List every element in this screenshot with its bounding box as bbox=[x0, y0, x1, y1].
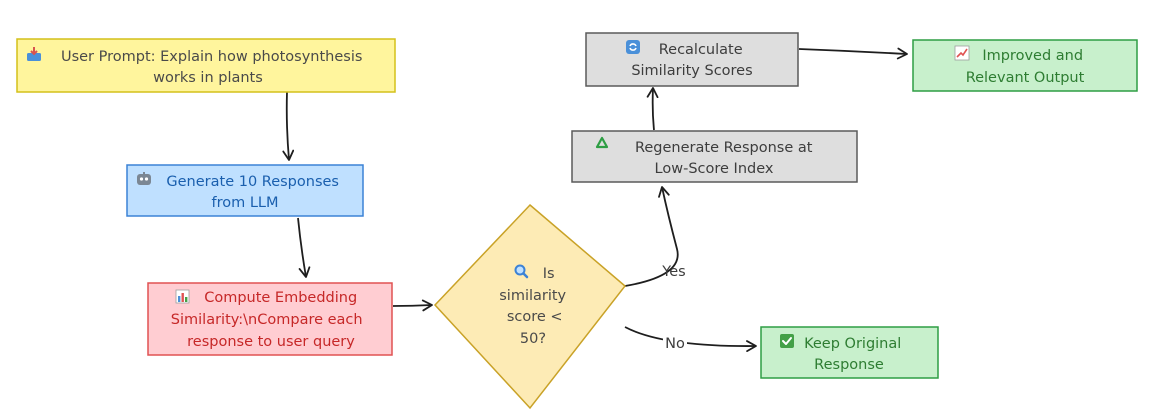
bar-chart-icon bbox=[175, 289, 190, 304]
node-compute-text: Compute Embedding Similarity:\nCompare e… bbox=[171, 290, 367, 350]
node-compute: Compute Embedding Similarity:\nCompare e… bbox=[147, 282, 393, 356]
node-user-prompt-box bbox=[16, 38, 396, 93]
node-compute-line-1: Compute Embedding bbox=[204, 290, 357, 306]
node-decision-diamond bbox=[433, 203, 627, 410]
node-improved-text: Improved and Relevant Output bbox=[966, 48, 1088, 86]
node-decision: Is similarity score < 50? bbox=[433, 203, 627, 410]
node-recalculate: Recalculate Similarity Scores bbox=[585, 32, 799, 87]
node-decision-line-2: similarity bbox=[499, 288, 566, 304]
edge-regenerate-to-recalculate bbox=[646, 87, 659, 131]
node-generate: Generate 10 Responses from LLM bbox=[126, 164, 364, 217]
edge-compute-to-decision bbox=[392, 299, 433, 312]
node-compute-line-2: Similarity:\nCompare each bbox=[171, 312, 363, 328]
inbox-tray-icon bbox=[27, 47, 41, 61]
node-regenerate-line-1: Regenerate Response at bbox=[635, 140, 813, 156]
node-keep-original: Keep Original Response bbox=[760, 326, 939, 379]
node-keep-original-text: Keep Original Response bbox=[804, 336, 906, 373]
check-mark-button-icon bbox=[780, 334, 794, 348]
node-decision-line-3: score < bbox=[507, 309, 563, 325]
node-regenerate-line-2: Low-Score Index bbox=[655, 161, 774, 177]
node-regenerate: Regenerate Response at Low-Score Index bbox=[571, 130, 858, 183]
node-decision-line-4: 50? bbox=[520, 331, 546, 347]
edge-recalculate-to-improved bbox=[798, 47, 908, 60]
edge-label-no: No bbox=[665, 336, 685, 352]
node-improved: Improved and Relevant Output bbox=[912, 39, 1138, 92]
edge-prompt-to-generate bbox=[282, 91, 295, 161]
node-recalculate-line-1: Recalculate bbox=[659, 42, 743, 58]
node-generate-text: Generate 10 Responses from LLM bbox=[166, 174, 343, 211]
node-user-prompt: User Prompt: Explain how photosynthesis … bbox=[16, 38, 396, 93]
edge-generate-to-compute bbox=[297, 217, 311, 278]
node-compute-line-3: response to user query bbox=[187, 334, 355, 350]
node-recalculate-box bbox=[585, 32, 799, 87]
node-recalculate-text: Recalculate Similarity Scores bbox=[631, 42, 752, 79]
magnifier-icon bbox=[514, 264, 529, 279]
robot-icon bbox=[137, 172, 151, 185]
edge-label-yes: Yes bbox=[661, 264, 685, 280]
node-user-prompt-text: User Prompt: Explain how photosynthesis … bbox=[61, 49, 367, 86]
node-improved-line-1: Improved and bbox=[982, 48, 1083, 64]
node-user-prompt-line-2: works in plants bbox=[153, 70, 263, 86]
edge-decision-yes bbox=[624, 186, 679, 287]
node-recalculate-line-2: Similarity Scores bbox=[631, 63, 752, 79]
refresh-icon bbox=[626, 40, 640, 54]
node-decision-text: Is similarity score < 50? bbox=[499, 266, 571, 347]
node-generate-line-1: Generate 10 Responses bbox=[166, 174, 339, 190]
edge-decision-no bbox=[624, 326, 757, 352]
node-improved-box bbox=[912, 39, 1138, 92]
node-regenerate-text: Regenerate Response at Low-Score Index bbox=[635, 140, 817, 177]
node-improved-line-2: Relevant Output bbox=[966, 70, 1085, 86]
node-user-prompt-line-1: User Prompt: Explain how photosynthesis bbox=[61, 49, 362, 65]
node-decision-line-1: Is bbox=[543, 266, 555, 282]
chart-increasing-icon bbox=[954, 45, 970, 61]
node-keep-original-line-2: Response bbox=[814, 357, 884, 373]
node-keep-original-line-1: Keep Original bbox=[804, 336, 901, 352]
node-generate-box bbox=[126, 164, 364, 217]
node-generate-line-2: from LLM bbox=[211, 195, 278, 211]
node-regenerate-box bbox=[571, 130, 858, 183]
recycle-icon bbox=[595, 136, 609, 149]
